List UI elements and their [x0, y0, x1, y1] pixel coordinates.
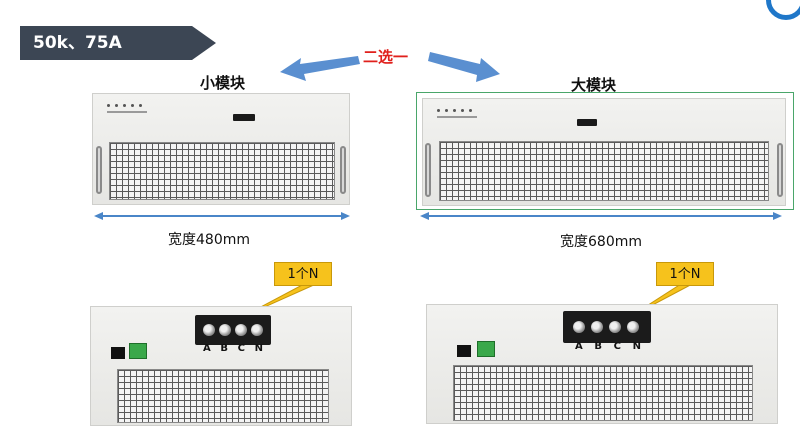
- small-module-rear-panel: A B C N: [90, 306, 352, 426]
- corner-ring-decoration: [766, 0, 800, 20]
- left-width-line: [94, 212, 350, 220]
- small-module-neutral-callout: 1个N: [274, 262, 332, 286]
- terminal-letter-c: C: [613, 341, 621, 352]
- small-module-width-label: 宽度480mm: [168, 232, 250, 248]
- large-module-label: 大模块: [571, 76, 617, 94]
- title-tag: [20, 26, 216, 60]
- terminal-letter-a: A: [203, 343, 211, 354]
- small-module-nameplate: [233, 114, 255, 121]
- small-module-front-grille: [109, 142, 335, 200]
- small-module-right-handle: [340, 146, 346, 194]
- large-module-terminal-block: [563, 311, 651, 343]
- large-module-nameplate: [577, 119, 597, 126]
- terminal-letter-b: B: [594, 341, 602, 352]
- terminal-letter-b: B: [220, 343, 228, 354]
- large-module-left-handle: [425, 143, 431, 197]
- small-module-rear-grille: [117, 369, 329, 423]
- small-module-terminal-letters: A B C N: [203, 343, 263, 354]
- large-module-signal-connector: [477, 341, 495, 357]
- small-module-label: 小模块: [200, 74, 246, 92]
- large-module-width-label: 宽度680mm: [560, 234, 642, 250]
- terminal-letter-n: N: [632, 341, 641, 352]
- left-choice-arrow: [280, 56, 360, 81]
- terminal-letter-a: A: [575, 341, 583, 352]
- large-module-leds: [437, 109, 472, 112]
- large-module-right-handle: [777, 143, 783, 197]
- right-choice-arrow: [428, 52, 500, 82]
- large-module-highlight-frame: [416, 92, 794, 210]
- large-module-neutral-callout: 1个N: [656, 262, 714, 286]
- small-module-left-handle: [96, 146, 102, 194]
- large-module-rear-panel: A B C N: [426, 304, 778, 424]
- large-module-front-panel: [422, 98, 786, 206]
- choose-one-label: 二选一: [363, 48, 409, 66]
- small-module-terminal-block: [195, 315, 271, 345]
- small-module-black-port: [111, 347, 125, 359]
- terminal-letter-n: N: [254, 343, 263, 354]
- small-module-signal-connector: [129, 343, 147, 359]
- terminal-letter-c: C: [237, 343, 245, 354]
- small-module-front-panel: [92, 93, 350, 205]
- large-module-front-grille: [439, 141, 769, 201]
- right-width-line: [420, 212, 782, 220]
- title-tag-label: 50k、75A: [33, 33, 122, 53]
- large-module-rear-grille: [453, 365, 753, 421]
- large-module-terminal-letters: A B C N: [575, 341, 641, 352]
- small-module-leds: [107, 104, 142, 107]
- large-module-black-port: [457, 345, 471, 357]
